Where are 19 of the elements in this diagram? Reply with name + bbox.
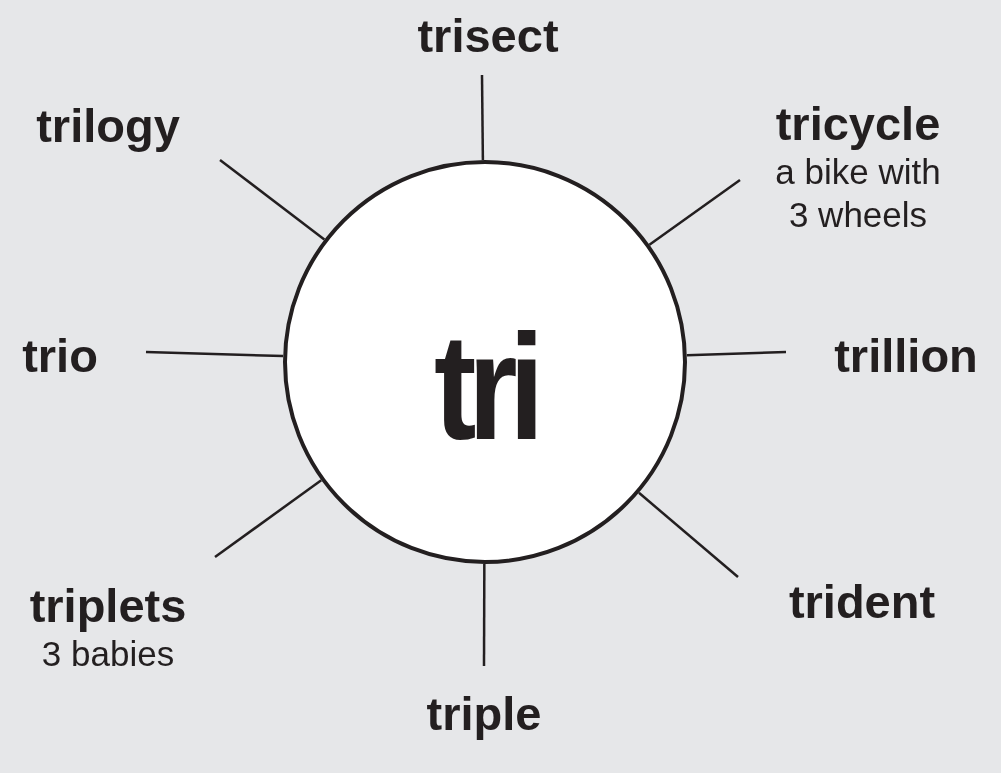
connector-line [482, 564, 486, 666]
word-label: tricycle [775, 98, 941, 150]
word-label: trillion [834, 330, 978, 382]
prefix-word: tri [434, 301, 536, 470]
connector-line [480, 75, 485, 161]
connector-line [686, 350, 787, 357]
word-label: trident [788, 576, 936, 628]
definition-text: 3 babies [40, 632, 176, 675]
word-label: trilogy [36, 100, 180, 152]
word-label: triplets [29, 580, 187, 632]
connector-line [638, 491, 739, 578]
connector-line [214, 479, 322, 558]
word-label: trio [22, 330, 98, 382]
connector-line [648, 179, 741, 246]
definition-text: a bike with 3 wheels [774, 150, 942, 237]
connector-line [145, 350, 284, 358]
connector-line [219, 159, 326, 241]
word-label: trisect [417, 10, 559, 62]
word-label: triple [426, 688, 542, 740]
